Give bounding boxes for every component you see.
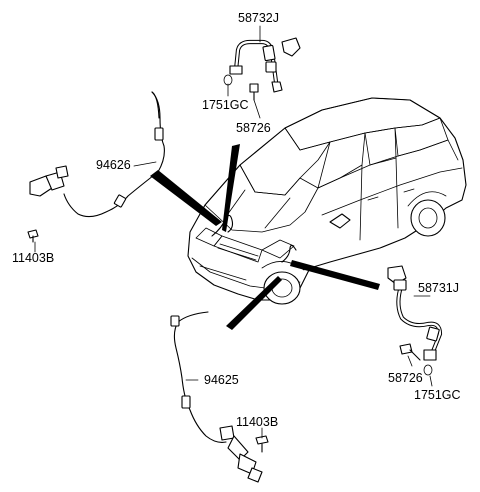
brake-hose-front-left	[229, 37, 301, 93]
banjo-bolt-icon	[249, 83, 259, 101]
banjo-bolt-right-icon	[399, 343, 421, 361]
sensor-bolt-bottom-icon	[255, 435, 269, 453]
washer-icon	[223, 74, 233, 86]
leader-wedges	[150, 144, 380, 330]
label-1751GC-top: 1751GC	[202, 98, 249, 112]
label-58732J: 58732J	[238, 11, 279, 25]
wheel-speed-sensor-front	[29, 91, 165, 218]
label-58726-top: 58726	[236, 121, 271, 135]
brake-hose-front-right	[387, 265, 443, 361]
label-11403B-left: 11403B	[12, 251, 54, 265]
label-11403B-bottom: 11403B	[236, 415, 278, 429]
sensor-bolt-icon	[27, 229, 39, 243]
label-58726-right: 58726	[388, 371, 423, 385]
label-94625: 94625	[204, 373, 239, 387]
washer-right-icon	[423, 364, 433, 376]
label-1751GC-right: 1751GC	[414, 388, 461, 402]
wheel-speed-sensor-rear	[170, 311, 263, 483]
label-58731J: 58731J	[418, 281, 459, 295]
leader-lines	[34, 25, 433, 439]
vehicle-illustration	[187, 97, 467, 305]
label-94626: 94626	[96, 158, 131, 172]
